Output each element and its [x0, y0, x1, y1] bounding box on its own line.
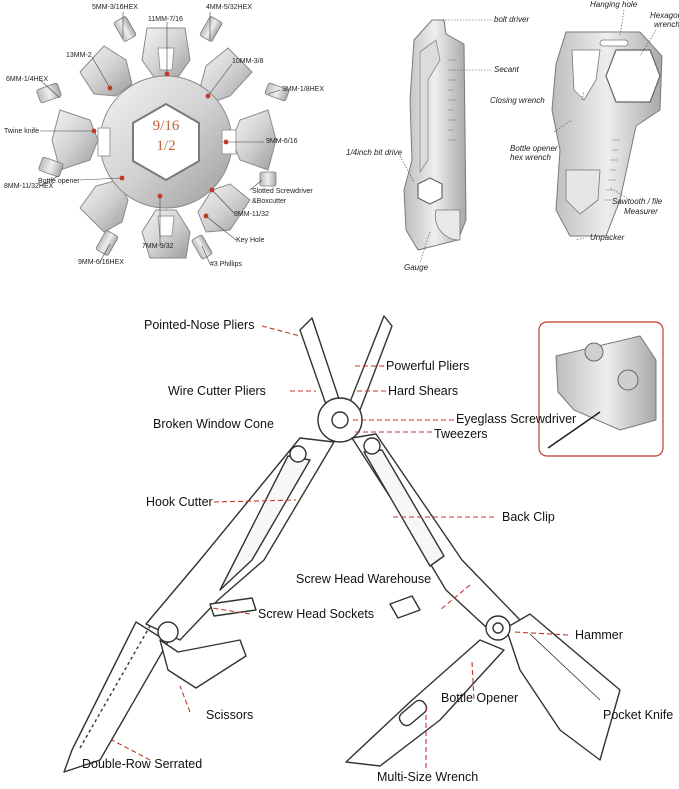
label-8mm-hex: 8MM-11/32HEX	[4, 183, 54, 190]
label-11mm: 11MM-7/16	[148, 16, 183, 23]
label-hard-shears: Hard Shears	[388, 384, 459, 398]
label-screw-head-sockets: Screw Head Sockets	[258, 607, 375, 621]
label-double-row-serrated: Double-Row Serrated	[82, 757, 203, 771]
label-closing-wrench: Closing wrench	[490, 96, 545, 105]
key-tool-right	[551, 31, 663, 237]
label-measurer: Measurer	[624, 207, 658, 216]
label-key-hole: Key Hole	[236, 237, 265, 244]
key-tool-left	[403, 19, 467, 251]
label-eyeglass-screwdriver: Eyeglass Screwdriver	[456, 412, 577, 426]
multitool-leaders	[111, 325, 569, 768]
label-13mm: 13MM-2	[66, 52, 92, 59]
label-5mm-hex: 5MM-3/16HEX	[92, 4, 138, 11]
label-bottle-opener: Bottle Opener	[441, 691, 519, 705]
label-hook-cutter: Hook Cutter	[146, 495, 213, 509]
key-leaders	[399, 9, 657, 263]
label-bottle-opener-key: Bottle opener	[510, 144, 558, 153]
label-multi-size-wrench: Multi-Size Wrench	[377, 770, 479, 784]
label-powerful-pliers: Powerful Pliers	[386, 359, 470, 373]
label-bolt-driver: bolt driver	[494, 15, 530, 24]
label-bit-drive: 1/4inch bit drive	[346, 148, 403, 157]
label-twine-knife: Twine knife	[4, 128, 40, 135]
label-broken-window-cone: Broken Window Cone	[153, 417, 274, 431]
label-screw-head-warehouse: Screw Head Warehouse	[296, 572, 432, 586]
label-9mm: 9MM-6/16	[266, 138, 298, 145]
label-boxcutter: &Boxcutter	[252, 198, 287, 205]
label-9mm-hex: 9MM-6/16HEX	[78, 259, 124, 266]
label-pocket-knife: Pocket Knife	[603, 708, 674, 722]
label-unpacker: Unpacker	[590, 233, 625, 242]
label-scissors: Scissors	[206, 708, 254, 722]
label-6mm-hex: 6MM-1/4HEX	[6, 76, 49, 83]
label-secant: Secant	[494, 65, 519, 74]
label-7mm: 7MM-9/32	[142, 243, 174, 250]
label-4mm-hex: 4MM-5/32HEX	[206, 4, 252, 11]
label-hexagon-wrench: wrench	[654, 20, 679, 29]
multitool-body	[63, 315, 621, 773]
label-hexagon: Hexagon	[650, 11, 679, 20]
label-pointed-nose-pliers: Pointed-Nose Pliers	[144, 318, 255, 332]
label-sawtooth: Sawtooth / file	[612, 197, 663, 206]
snowflake-leaders	[39, 12, 281, 265]
hex-size-bottom: 1/2	[156, 138, 176, 154]
label-bottle-opener-flake: Bottle opener	[38, 178, 80, 185]
label-wire-cutter-pliers: Wire Cutter Pliers	[168, 384, 266, 398]
label-hammer: Hammer	[575, 628, 623, 642]
snowflake-dots	[91, 71, 229, 219]
label-hex-wrench: hex wrench	[510, 153, 551, 162]
label-8mm: 8MM-11/32	[234, 211, 269, 218]
label-tweezers: Tweezers	[434, 427, 488, 441]
label-slotted-screwdriver: Slotted Screwdriver	[252, 188, 313, 195]
label-10mm: 10MM-3/8	[232, 58, 264, 65]
label-gauge: Gauge	[404, 263, 429, 272]
hex-size-top: 9/16	[152, 118, 180, 134]
label-back-clip: Back Clip	[502, 510, 555, 524]
label-phillips: #3 Phillips	[210, 261, 242, 268]
inset-detail	[538, 321, 664, 457]
label-hanging-hole: Hanging hole	[590, 0, 638, 9]
label-3mm-hex: 3MM-1/8HEX	[282, 86, 325, 93]
